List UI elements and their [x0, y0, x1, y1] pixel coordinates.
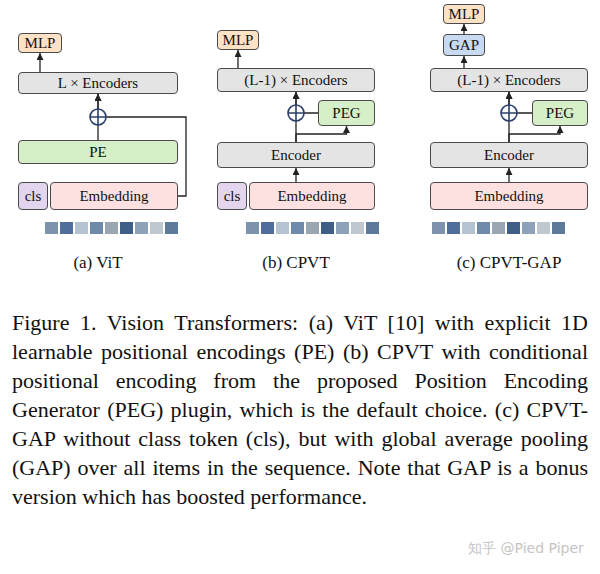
class-token-box: cls — [217, 182, 247, 210]
box-text: cls — [224, 188, 241, 205]
box-text: Embedding — [79, 188, 148, 205]
watermark: 知乎 @Pied Piper — [468, 540, 584, 558]
figure-caption: Figure 1. Vision Transformers: (a) ViT [… — [12, 308, 588, 511]
sum-symbols — [90, 105, 517, 125]
image-patch — [537, 222, 550, 234]
image-patch — [477, 222, 490, 234]
image-patch — [120, 222, 133, 234]
sum-symbol — [288, 105, 304, 121]
edge-group — [40, 24, 560, 196]
arrow-connector — [295, 92, 296, 142]
box-text: GAP — [449, 37, 479, 54]
arrow-connector — [97, 94, 98, 140]
image-patch — [306, 222, 319, 234]
arrow-connector — [463, 24, 464, 34]
image-patch — [336, 222, 349, 234]
subfigure-label: (c) CPVT-GAP — [457, 253, 562, 273]
image-patch — [492, 222, 505, 234]
mlp-head-box: MLP — [18, 33, 62, 53]
arrow-connector — [296, 126, 347, 142]
embedding-box: Embedding — [249, 182, 375, 210]
image-patch — [45, 222, 58, 234]
arrow-connector — [296, 92, 318, 113]
box-text: MLP — [449, 6, 480, 23]
image-patch — [432, 222, 445, 234]
image-patch — [321, 222, 334, 234]
box-text: Encoder — [271, 147, 321, 164]
embedding-box: Embedding — [430, 182, 588, 210]
box-text: Embedding — [474, 188, 543, 205]
image-patch — [351, 222, 364, 234]
image-patch — [462, 222, 475, 234]
subfigure-label: (b) CPVT — [262, 253, 330, 273]
arrow-connector — [237, 50, 238, 68]
box-text: MLP — [25, 35, 56, 52]
sum-symbol — [90, 109, 106, 125]
arrow-connector — [508, 92, 509, 142]
arrow-connector — [509, 126, 560, 142]
encoder-stack-box: L × Encoders — [18, 72, 178, 94]
embedding-box: Embedding — [50, 182, 178, 210]
image-patch — [60, 222, 73, 234]
image-patch — [105, 222, 118, 234]
box-text: (L-1) × Encoders — [457, 72, 560, 89]
position-encoding-box: PE — [18, 140, 178, 164]
arrow-connector — [463, 56, 464, 68]
encoder-stack-box: (L-1) × Encoders — [430, 68, 588, 92]
image-patch — [246, 222, 259, 234]
box-text: PEG — [546, 105, 574, 122]
image-patch — [276, 222, 289, 234]
box-text: cls — [25, 188, 42, 205]
encoder-box: Encoder — [217, 142, 375, 168]
box-text: PE — [89, 144, 107, 161]
arrow-connector — [39, 53, 40, 72]
image-patch — [75, 222, 88, 234]
peg-box: PEG — [532, 100, 588, 126]
mlp-head-box: MLP — [443, 4, 485, 24]
box-text: MLP — [223, 32, 254, 49]
class-token-box: cls — [18, 182, 48, 210]
box-text: (L-1) × Encoders — [244, 72, 347, 89]
arrow-connector — [509, 92, 532, 113]
mlp-head-box: MLP — [217, 30, 259, 50]
image-patches — [45, 222, 565, 234]
arrow-connector — [508, 168, 509, 182]
box-text: Encoder — [484, 147, 534, 164]
box-text: PEG — [332, 105, 360, 122]
sum-symbol — [501, 105, 517, 121]
image-patch — [135, 222, 148, 234]
image-patch — [507, 222, 520, 234]
image-patch — [291, 222, 304, 234]
box-text: L × Encoders — [58, 75, 138, 92]
image-patch — [552, 222, 565, 234]
peg-box: PEG — [318, 100, 375, 126]
image-patch — [261, 222, 274, 234]
subfigure-label: (a) ViT — [73, 253, 122, 273]
encoder-box: Encoder — [430, 142, 588, 168]
encoder-stack-box: (L-1) × Encoders — [217, 68, 375, 92]
image-patch — [447, 222, 460, 234]
box-text: Embedding — [277, 188, 346, 205]
image-patch — [522, 222, 535, 234]
image-patch — [150, 222, 163, 234]
arrow-connector — [295, 168, 296, 182]
image-patch — [366, 222, 379, 234]
image-patch — [90, 222, 103, 234]
image-patch — [165, 222, 178, 234]
gap-box: GAP — [443, 34, 485, 56]
